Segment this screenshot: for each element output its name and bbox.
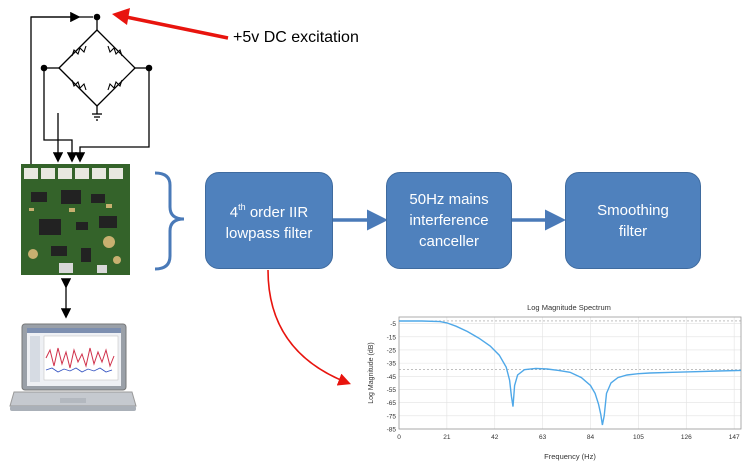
mains-line3: canceller [418, 233, 480, 250]
excitation-label: +5v DC excitation [233, 29, 359, 46]
x-tick-label: 147 [729, 434, 740, 441]
mains-line2: interference [409, 212, 489, 229]
y-tick-label: -25 [387, 347, 397, 354]
brace [154, 171, 185, 271]
wheatstone-bridge [30, 11, 150, 164]
x-tick-label: 84 [587, 434, 595, 441]
spectrum-pointer-arrow [267, 269, 351, 386]
y-tick-label: -5 [390, 321, 396, 328]
y-tick-label: -75 [387, 413, 397, 420]
excitation-arrow [112, 8, 229, 40]
y-tick-labels: -5 -15 -25 -35 -45 -55 -65 -75 -85 [387, 321, 397, 433]
smoothing-filter-block: Smoothing filter [565, 172, 701, 269]
iir-order-suffix: th [238, 201, 246, 212]
x-axis-label: Frequency (Hz) [544, 452, 596, 461]
iir-line2: lowpass filter [225, 224, 313, 242]
y-tick-label: -85 [387, 427, 397, 434]
log-magnitude-spectrum-chart: Log Magnitude Spectrum -5 -15 -25 -35 -45 -55… [368, 303, 742, 461]
x-tick-label: 126 [681, 434, 692, 441]
smoothing-line1: Smoothing [597, 201, 669, 219]
mains-canceller-block: 50Hz mains interference canceller [386, 172, 512, 269]
bridge-nodes [40, 13, 153, 72]
y-tick-label: -65 [387, 400, 397, 407]
laptop-image [8, 322, 138, 414]
x-tick-label: 105 [633, 434, 644, 441]
y-tick-label: -15 [387, 334, 397, 341]
plot-frame [398, 316, 742, 430]
chart-reference-lines [399, 320, 741, 371]
smoothing-line2: filter [618, 222, 648, 240]
y-tick-label: -35 [387, 361, 397, 368]
mains-line1: 50Hz mains [409, 191, 489, 208]
iir-lowpass-block: 4th order IIR lowpass filter [205, 172, 333, 269]
y-tick-label: -45 [387, 374, 397, 381]
x-tick-label: 21 [443, 434, 451, 441]
x-tick-labels: 0 21 42 63 84 105 126 147 [397, 434, 740, 441]
x-tick-label: 0 [397, 434, 401, 441]
x-tick-label: 63 [539, 434, 547, 441]
iir-line1: order IIR [245, 203, 309, 221]
y-axis-label: Log Magnitude (dB) [368, 342, 375, 403]
daq-board-image [21, 164, 130, 275]
iir-order-number: 4 [229, 203, 239, 221]
x-tick-label: 42 [491, 434, 499, 441]
chart-title: Log Magnitude Spectrum [527, 303, 611, 312]
y-tick-label: -55 [387, 387, 397, 394]
series-line [399, 320, 742, 426]
